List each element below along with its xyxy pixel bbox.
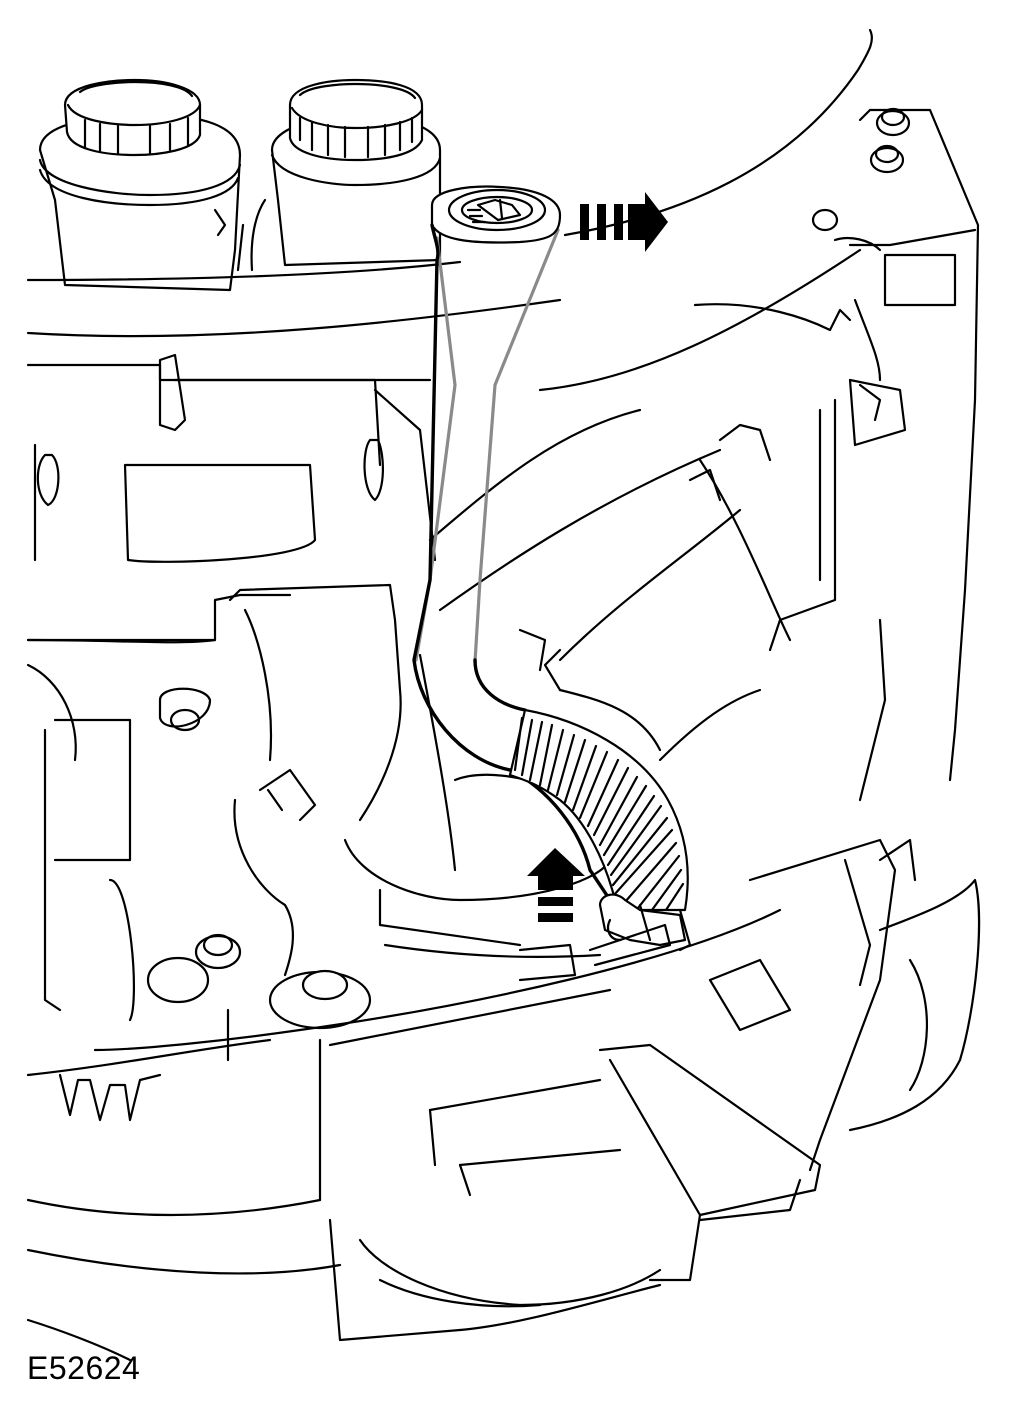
bolt-left-3 [268,969,372,1030]
bolt-top-2 [869,144,905,174]
arrow-right-icon [580,192,668,252]
right-bracket [768,107,980,802]
figure-id-label: E52624 [27,1350,141,1386]
bolt-top-1 [875,107,911,137]
arrow-up-icon [527,848,585,922]
reservoir-middle [236,78,442,272]
bolt-left-2 [146,933,242,1004]
central-mount [228,583,612,982]
central-braces [428,408,792,762]
reservoir-left [38,78,242,292]
bolt-left-1 [158,687,212,732]
corrugated-hose [508,708,689,912]
reservoir-middle-cap [288,78,424,162]
left-panel-details [26,353,437,1022]
washer-filler-cap [430,185,562,244]
reservoir-left-cap [63,78,202,157]
lower-housing [26,838,981,1362]
hose-connector [588,893,692,967]
